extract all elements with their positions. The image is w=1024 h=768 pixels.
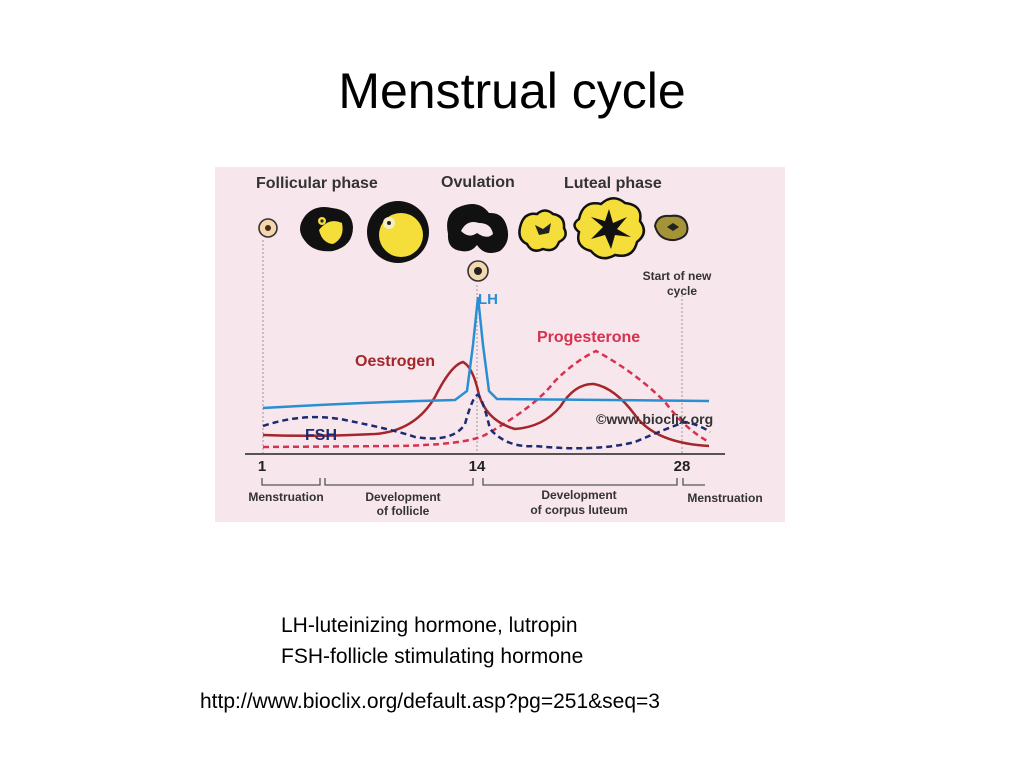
follicle-development-label-line-1: Development [365, 490, 440, 504]
corpus-albicans-icon [653, 214, 689, 242]
copyright-label: ©www.bioclix.org [596, 411, 713, 427]
fsh-curve [262, 393, 711, 450]
period-brackets [261, 478, 705, 486]
menstrual-cycle-diagram: Follicular phase Ovulation Luteal phase [215, 167, 785, 522]
fsh-label: FSH [305, 427, 337, 444]
slide-title: Menstrual cycle [338, 63, 686, 119]
follicle-icon [258, 218, 278, 238]
menstruation-end-label: Menstruation [687, 491, 762, 505]
diagram-canvas: Follicular phase Ovulation Luteal phase [215, 167, 785, 522]
source-url: http://www.bioclix.org/default.asp?pg=25… [200, 690, 660, 713]
lh-curve [262, 296, 710, 410]
ovulation-label: Ovulation [441, 174, 515, 191]
mature-corpus-luteum-icon [573, 197, 646, 260]
fsh-definition: FSH-follicle stimulating hormone [281, 645, 584, 668]
progesterone-label: Progesterone [537, 329, 640, 346]
start-of-new-cycle-line-2: cycle [667, 284, 697, 298]
start-of-new-cycle-line-1: Start of new [643, 269, 712, 283]
luteal-phase-label: Luteal phase [564, 175, 662, 192]
follicle-development-label-line-2: of follicle [377, 504, 430, 518]
follicular-phase-label: Follicular phase [256, 175, 378, 192]
lh-definition: LH-luteinizing hormone, lutropin [281, 614, 578, 637]
mature-follicle-icon [367, 201, 429, 263]
abbreviation-notes: LH-luteinizing hormone, lutropin FSH-fol… [281, 610, 583, 672]
corpus-luteum-development-label-line-1: Development [541, 488, 616, 502]
oestrogen-label: Oestrogen [355, 353, 435, 370]
day-28-tick-label: 28 [674, 458, 691, 475]
lh-label: LH [478, 291, 498, 308]
growing-follicle-icon [300, 207, 353, 252]
corpus-luteum-icon [518, 209, 567, 252]
corpus-luteum-development-label-line-2: of corpus luteum [530, 503, 627, 517]
ovum-icon [467, 260, 489, 282]
menstruation-start-label: Menstruation [248, 490, 323, 504]
day-14-tick-label: 14 [469, 458, 486, 475]
day-1-tick-label: 1 [258, 458, 266, 475]
ruptured-follicle-icon [447, 204, 509, 253]
